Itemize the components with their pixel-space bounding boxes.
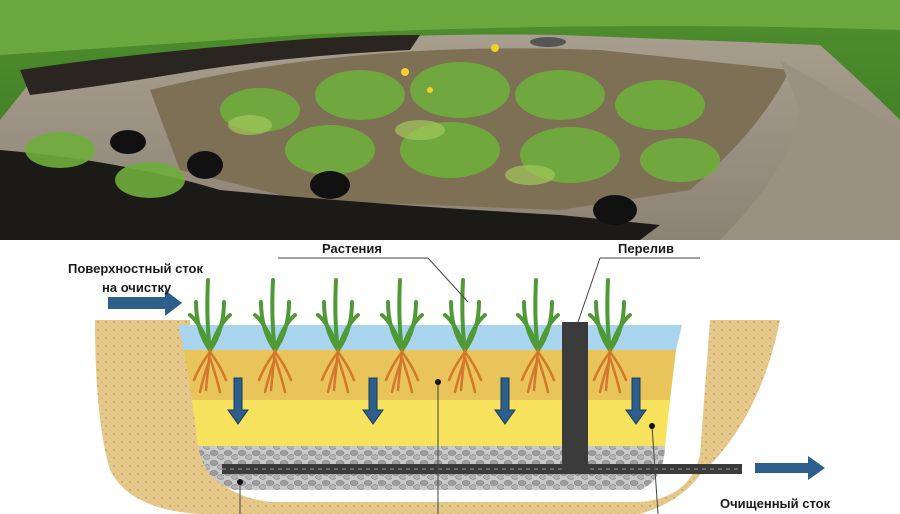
inflow-label-line1: Поверхностный сток: [68, 261, 203, 276]
plant-icon: [253, 278, 297, 394]
topsoil-layer: [184, 350, 676, 400]
plant-icon: [380, 278, 424, 394]
plant-icon: [516, 278, 560, 394]
plant-icon: [188, 278, 232, 394]
inflow-label-line2: на очистку: [102, 280, 172, 295]
plant-icon: [316, 278, 360, 394]
rain-garden-photo: [0, 0, 900, 240]
plant-icon: [443, 278, 487, 394]
plants-label: Растения: [322, 241, 382, 256]
bioretention-cross-section-diagram: [95, 257, 825, 514]
outflow-label: Очищенный сток: [720, 496, 831, 511]
down-arrow: [625, 377, 647, 425]
down-arrow: [227, 377, 249, 425]
sand-layer: [192, 400, 670, 446]
down-arrow: [494, 377, 516, 425]
inflow-arrow: [108, 290, 182, 316]
infiltration-arrows: [227, 377, 647, 425]
down-arrow: [362, 377, 384, 425]
water-layer: [178, 325, 682, 350]
overflow-label: Перелив: [618, 241, 674, 256]
plant-icon: [588, 278, 632, 394]
overflow-pipe: [562, 322, 588, 472]
outflow-arrow: [755, 456, 825, 480]
